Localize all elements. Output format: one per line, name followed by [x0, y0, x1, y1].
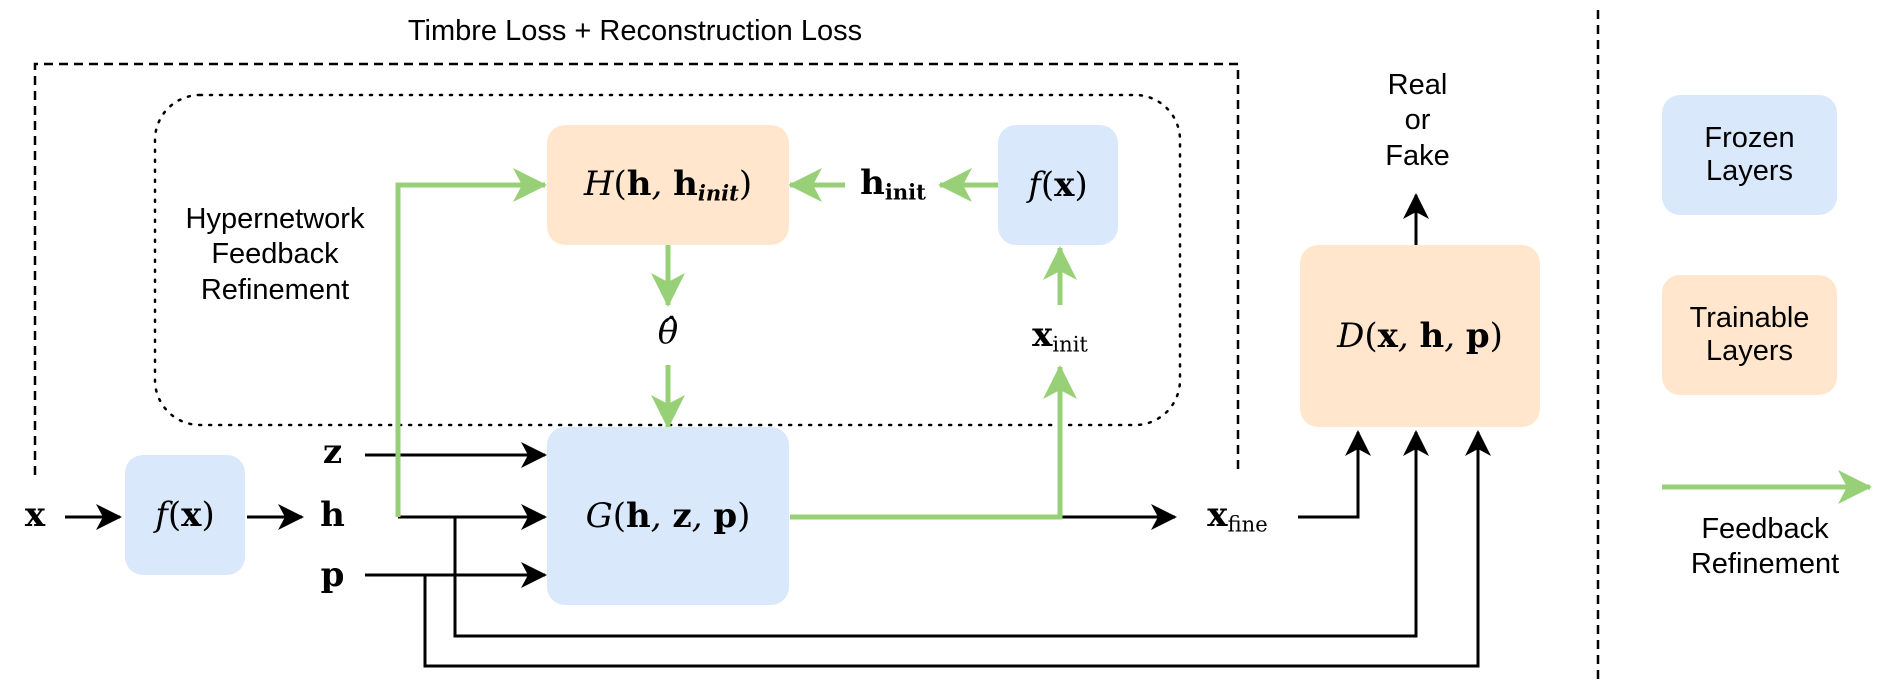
loss-loop-line	[33, 62, 1240, 475]
arrow-h-to-discriminator	[453, 430, 1429, 638]
output-label-line: or	[1404, 104, 1431, 137]
x-fine-label: xfine	[1207, 495, 1268, 537]
arrow-p-to-discriminator	[423, 430, 1491, 668]
legend-frozen-line: Frozen	[1704, 122, 1795, 154]
output-label-line: Real	[1387, 69, 1448, 101]
z-label: z	[322, 432, 343, 472]
hypernetwork-box: H(h, hinit)	[547, 125, 789, 245]
feedback-arrow-h-to-hypernet	[395, 168, 547, 517]
hypernetwork-region	[153, 93, 1182, 427]
legend-trainable-line: Layers	[1705, 335, 1794, 367]
feedback-arrow-generator-to-xinit	[790, 365, 1077, 520]
x-init-label: xinit	[1032, 315, 1088, 357]
feedback-encoder-box: f(x)	[998, 125, 1118, 245]
output-label-line: Fake	[1385, 139, 1450, 172]
theta-hat-label: θ̂	[657, 312, 679, 352]
legend-frozen: Frozen Layers	[1662, 95, 1837, 215]
legend-feedback-line: Feedback	[1701, 513, 1829, 545]
generator-box: G(h, z, p)	[547, 427, 789, 605]
discriminator-output-label: Real or Fake	[1355, 68, 1480, 174]
discriminator-label: D(x, h, p)	[1337, 316, 1503, 356]
h-init-label: hinit	[860, 163, 926, 205]
legend-feedback-line: Refinement	[1690, 548, 1840, 581]
generator-label: G(h, z, p)	[585, 496, 751, 536]
hypernetwork-label-line: Refinement	[200, 273, 350, 306]
discriminator-box: D(x, h, p)	[1300, 245, 1540, 427]
hypernetwork-label-line: Feedback	[211, 238, 339, 271]
legend-feedback-label: Feedback Refinement	[1640, 512, 1890, 583]
arrow-xfine-to-discriminator	[1298, 430, 1371, 519]
hypernetwork-node-label: H(h, hinit)	[583, 164, 753, 206]
h-label: h	[320, 495, 345, 535]
loss-label: Timbre Loss + Reconstruction Loss	[407, 15, 863, 47]
hypernetwork-label-line: Hypernetwork	[185, 203, 365, 235]
legend-frozen-line: Layers	[1705, 155, 1794, 187]
hypernetwork-label: Hypernetwork Feedback Refinement	[160, 202, 390, 308]
p-label: p	[320, 555, 345, 595]
input-x-label: x	[24, 495, 46, 535]
feedback-encoder-label: f(x)	[1028, 165, 1088, 205]
encoder-box: f(x)	[125, 455, 245, 575]
legend-trainable: Trainable Layers	[1662, 275, 1837, 395]
legend-trainable-line: Trainable	[1689, 302, 1810, 334]
encoder-label: f(x)	[155, 495, 215, 535]
